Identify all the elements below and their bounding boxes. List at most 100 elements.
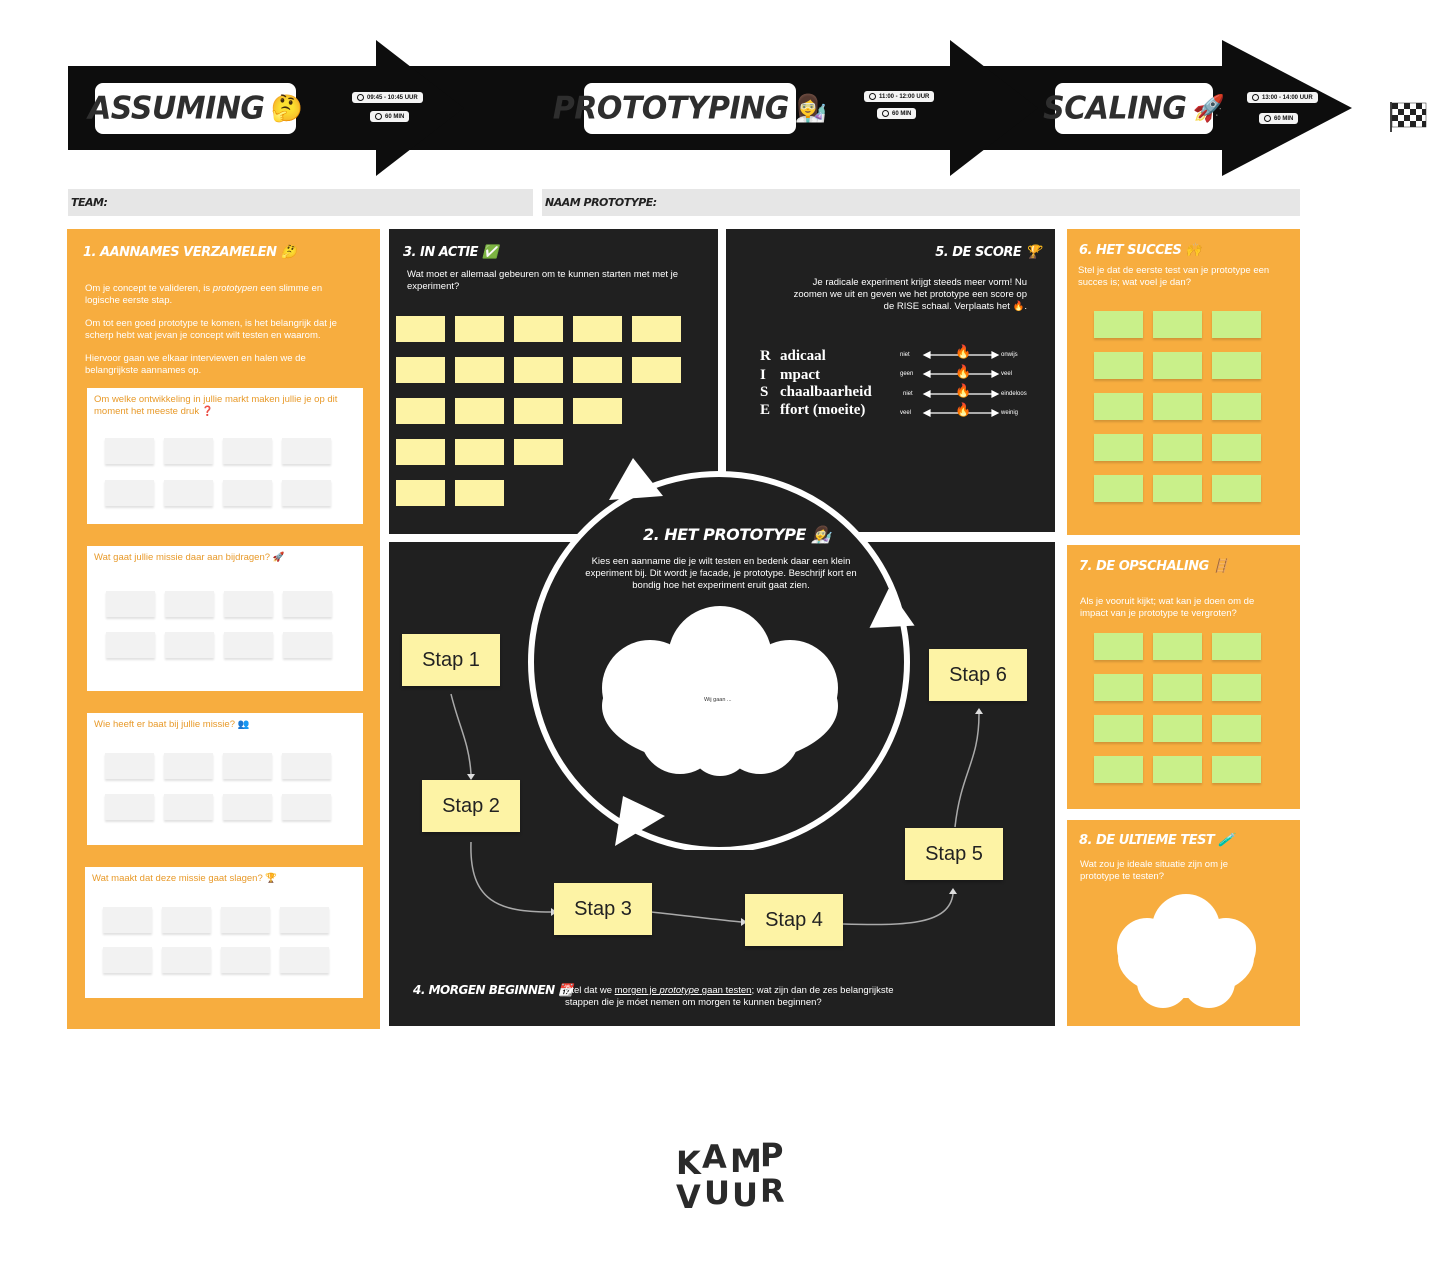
sticky-note[interactable]	[455, 357, 504, 383]
sticky-note[interactable]	[396, 480, 445, 506]
sticky-note[interactable]	[1094, 352, 1143, 379]
sticky-note[interactable]	[632, 316, 681, 342]
sticky-note[interactable]	[105, 480, 154, 506]
sticky-note[interactable]	[1153, 311, 1202, 338]
sticky-note[interactable]	[1094, 393, 1143, 420]
step-3-note[interactable]: Stap 3	[554, 883, 652, 935]
sticky-note[interactable]	[280, 907, 329, 933]
section-title: 3. IN ACTIE ✅	[403, 245, 498, 260]
sticky-note[interactable]	[1153, 393, 1202, 420]
sticky-note[interactable]	[1153, 633, 1202, 660]
sticky-note[interactable]	[282, 480, 331, 506]
sticky-note[interactable]	[455, 480, 504, 506]
sticky-note[interactable]	[164, 753, 213, 779]
sticky-note[interactable]	[396, 439, 445, 465]
sticky-note[interactable]	[164, 438, 213, 464]
sticky-note[interactable]	[164, 480, 213, 506]
sticky-note[interactable]	[1153, 756, 1202, 783]
sticky-note[interactable]	[1153, 352, 1202, 379]
sticky-note[interactable]	[103, 947, 152, 973]
sticky-note[interactable]	[1212, 434, 1261, 461]
sticky-note[interactable]	[221, 947, 270, 973]
sticky-note[interactable]	[223, 794, 272, 820]
sticky-note[interactable]	[1212, 715, 1261, 742]
sticky-note[interactable]	[1153, 434, 1202, 461]
sticky-note[interactable]	[573, 357, 622, 383]
fire-icon[interactable]: 🔥	[955, 383, 972, 398]
sticky-note[interactable]	[280, 947, 329, 973]
sticky-note[interactable]	[573, 316, 622, 342]
sticky-note[interactable]	[164, 794, 213, 820]
sticky-note[interactable]	[573, 398, 622, 424]
sticky-note[interactable]	[103, 907, 152, 933]
sticky-note[interactable]	[105, 438, 154, 464]
sticky-note[interactable]	[282, 438, 331, 464]
sticky-note[interactable]	[455, 398, 504, 424]
sticky-note[interactable]	[455, 316, 504, 342]
step-1-note[interactable]: Stap 1	[402, 634, 500, 686]
sticky-note[interactable]	[224, 632, 273, 658]
sticky-note[interactable]	[282, 753, 331, 779]
sticky-note[interactable]	[514, 357, 563, 383]
cloud-shape[interactable]	[1111, 892, 1261, 1014]
sticky-note[interactable]	[632, 357, 681, 383]
fire-icon[interactable]: 🔥	[955, 364, 972, 379]
sticky-note[interactable]	[162, 907, 211, 933]
sticky-note[interactable]	[1094, 633, 1143, 660]
prototype-name-field[interactable]: NAAM PROTOTYPE:	[542, 189, 1300, 216]
cloud-shape[interactable]	[590, 606, 850, 778]
sticky-note[interactable]	[282, 794, 331, 820]
sticky-note[interactable]	[1094, 674, 1143, 701]
sticky-note[interactable]	[514, 439, 563, 465]
step-4-note[interactable]: Stap 4	[745, 894, 843, 946]
sticky-note[interactable]	[106, 591, 155, 617]
sticky-note[interactable]	[1212, 393, 1261, 420]
sticky-note[interactable]	[1153, 674, 1202, 701]
sticky-note[interactable]	[106, 632, 155, 658]
sticky-note[interactable]	[223, 438, 272, 464]
sticky-note[interactable]	[162, 947, 211, 973]
scale-low-label: geen	[900, 371, 914, 377]
sticky-note[interactable]	[396, 398, 445, 424]
sticky-note[interactable]	[1212, 352, 1261, 379]
step-6-note[interactable]: Stap 6	[929, 649, 1027, 701]
sticky-note[interactable]	[1212, 633, 1261, 660]
sticky-note[interactable]	[1153, 715, 1202, 742]
section-prototype-text: Kies een aanname die je wilt testen en b…	[585, 556, 857, 591]
sticky-note[interactable]	[514, 316, 563, 342]
sticky-note[interactable]	[105, 753, 154, 779]
sticky-note[interactable]	[283, 632, 332, 658]
sticky-note[interactable]	[1212, 475, 1261, 502]
fire-icon[interactable]: 🔥	[955, 402, 972, 417]
sticky-note[interactable]	[396, 357, 445, 383]
step-5-note[interactable]: Stap 5	[905, 828, 1003, 880]
sticky-note[interactable]	[283, 591, 332, 617]
fire-icon[interactable]: 🔥	[955, 344, 972, 359]
sticky-note[interactable]	[1212, 674, 1261, 701]
sticky-note[interactable]	[1212, 311, 1261, 338]
sticky-note[interactable]	[455, 439, 504, 465]
sticky-note[interactable]	[221, 907, 270, 933]
sticky-note[interactable]	[1094, 434, 1143, 461]
sticky-note[interactable]	[223, 480, 272, 506]
sticky-note[interactable]	[165, 632, 214, 658]
sticky-note[interactable]	[1094, 311, 1143, 338]
sticky-note[interactable]	[396, 316, 445, 342]
sticky-note[interactable]	[1153, 475, 1202, 502]
sticky-note[interactable]	[223, 753, 272, 779]
section-text: Wat zou je ideale situatie zijn om je pr…	[1080, 859, 1229, 882]
logo-letter: K	[676, 1144, 701, 1182]
sticky-note[interactable]	[224, 591, 273, 617]
team-name-field[interactable]: TEAM:	[68, 189, 533, 216]
sticky-note[interactable]	[1094, 475, 1143, 502]
sticky-note[interactable]	[105, 794, 154, 820]
prototype-name-label: NAAM PROTOTYPE:	[545, 196, 657, 209]
sticky-note[interactable]	[1212, 756, 1261, 783]
section-prototype-title: 2. HET PROTOTYPE 👩‍🔬	[643, 525, 831, 544]
sticky-note[interactable]	[514, 398, 563, 424]
sticky-note[interactable]	[1094, 756, 1143, 783]
sticky-note[interactable]	[165, 591, 214, 617]
sticky-note[interactable]	[1094, 715, 1143, 742]
section-text: Je radicale experiment krijgt steeds mee…	[793, 277, 1027, 312]
step-2-note[interactable]: Stap 2	[422, 780, 520, 832]
